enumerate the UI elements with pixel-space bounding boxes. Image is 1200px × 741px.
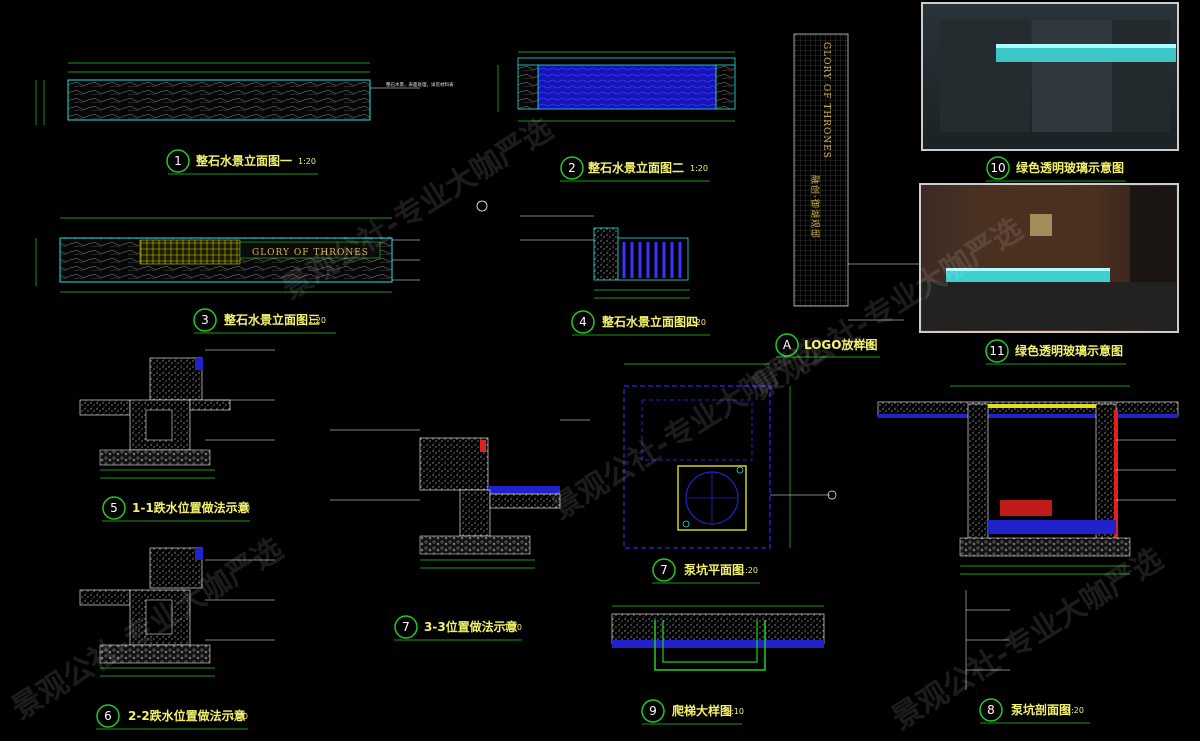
- drawing-scale: 1:20: [232, 504, 250, 513]
- logo-layout: GLORY OF THRONES 融创·御湖观邸 A LOGO放样图 1:10: [775, 33, 920, 358]
- logo-text: GLORY OF THRONES: [252, 248, 369, 258]
- drawing-scale: 1:20: [230, 712, 248, 721]
- drawing-title: LOGO放样图: [804, 337, 877, 352]
- drawing-scale: 1:20: [1066, 706, 1084, 715]
- drawing-scale: 1:20: [690, 164, 708, 173]
- drawing-number: A: [783, 338, 792, 352]
- pump-pit-plan: 7 泵坑平面图 1:20: [623, 363, 837, 584]
- drawing-number-circle: [96, 704, 120, 728]
- drawing-number: 4: [579, 315, 587, 329]
- drawing-number: 10: [990, 161, 1005, 175]
- drawing-number-circle: [560, 156, 584, 180]
- drawing-number-circle: [394, 615, 418, 639]
- drawing-scale: 1:20: [504, 623, 522, 632]
- drawing-number-circle: [986, 156, 1010, 180]
- drawing-scale: 1:20: [298, 157, 316, 166]
- drawing-title: 绿色透明玻璃示意图: [1015, 343, 1123, 358]
- drawing-number: 2: [568, 161, 576, 175]
- watermark: 景观公社-专业大咖严选: [6, 532, 290, 727]
- drawing-number-circle: [985, 339, 1009, 363]
- elevation-4: 4 整石水景立面图四 1:20: [520, 215, 710, 336]
- logo-vertical-text: GLORY OF THRONES: [821, 42, 831, 159]
- drawing-title: 绿色透明玻璃示意图: [1016, 160, 1124, 175]
- elevation-1: 整石水景，表面处理，详见材料表 1 整石水景立面图一 1:20: [35, 62, 454, 175]
- drawing-scale: 1:20: [688, 318, 706, 327]
- drawing-number-circle: [193, 308, 217, 332]
- drawing-scale: 1:20: [740, 566, 758, 575]
- drawing-number-circle: [775, 333, 799, 357]
- drawing-title: 泵坑剖面图: [1011, 702, 1071, 717]
- logo-chinese: 融创·御湖观邸: [809, 175, 821, 239]
- section-5: 5 1-1跌水位置做法示意 1:20: [79, 349, 275, 522]
- drawing-number: 7: [402, 620, 410, 634]
- watermark: 景观公社-专业大咖严选: [276, 112, 560, 307]
- ladder-detail: 9 爬梯大样图 1:10: [611, 605, 825, 725]
- svg-text:整石水景，表面处理，详见材料表: 整石水景，表面处理，详见材料表: [386, 81, 454, 88]
- drawing-title: 整石水景立面图四: [601, 314, 698, 329]
- drawing-number-circle: [102, 496, 126, 520]
- drawing-scale: 1:20: [308, 316, 326, 325]
- drawing-number: 1: [174, 154, 182, 168]
- photo-10: 10 绿色透明玻璃示意图: [921, 2, 1179, 182]
- drawing-title: 3-3位置做法示意: [424, 619, 518, 634]
- drawing-number: 8: [987, 703, 995, 717]
- drawing-number: 5: [110, 501, 118, 515]
- drawing-number-circle: [979, 698, 1003, 722]
- drawing-number: 11: [989, 344, 1004, 358]
- drawing-title: 2-2跌水位置做法示意: [128, 708, 246, 723]
- photo-11: 11 绿色透明玻璃示意图: [919, 183, 1179, 365]
- drawing-title: 整石水景立面图三: [223, 312, 320, 327]
- elevation-3: GLORY OF THRONES 3 整石水景立面图三 1:20: [35, 200, 488, 334]
- drawing-number: 6: [104, 709, 112, 723]
- drawing-number: 3: [201, 313, 209, 327]
- drawing-number-circle: [571, 310, 595, 334]
- drawing-number: 7: [660, 563, 668, 577]
- drawing-title: 1-1跌水位置做法示意: [132, 500, 250, 515]
- drawing-title: 泵坑平面图: [684, 562, 744, 577]
- drawing-number-circle: [641, 699, 665, 723]
- pump-pit-section: 8 泵坑剖面图 1:20: [877, 385, 1179, 724]
- drawing-number-circle: [652, 558, 676, 582]
- drawing-scale: 1:10: [726, 707, 744, 716]
- drawing-number-circle: [166, 149, 190, 173]
- drawing-title: 整石水景立面图二: [587, 160, 684, 175]
- drawing-title: 爬梯大样图: [671, 703, 732, 718]
- section-3-3: 7 3-3位置做法示意 1:20: [330, 419, 590, 641]
- section-6: 6 2-2跌水位置做法示意 1:20: [79, 547, 275, 730]
- drawing-scale: 1:10: [856, 341, 874, 350]
- drawing-number: 9: [649, 704, 657, 718]
- elevation-2: 2 整石水景立面图二 1:20: [497, 51, 736, 182]
- drawing-title: 整石水景立面图一: [195, 153, 292, 168]
